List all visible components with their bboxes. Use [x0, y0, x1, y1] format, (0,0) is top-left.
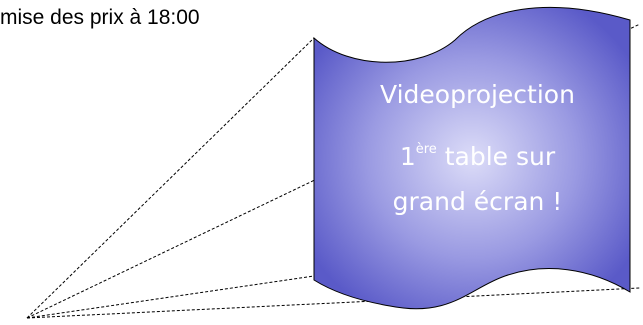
- projection-screen: [313, 6, 631, 310]
- screen-line-2: 1ère table sur: [330, 142, 625, 171]
- beam-line-lower-right: [26, 287, 641, 319]
- beam-line-top: [26, 37, 315, 319]
- screen-line-2-rest: table sur: [436, 142, 556, 171]
- screen-line-3: grand écran !: [392, 187, 563, 216]
- screen-line-2-prefix: 1: [399, 142, 416, 171]
- screen-line-1: Videoprojection: [380, 80, 575, 109]
- caption-text: mise des prix à 18:00: [0, 6, 200, 29]
- screen-line-2-superscript: ère: [415, 142, 437, 157]
- beam-line-bottom: [26, 275, 315, 319]
